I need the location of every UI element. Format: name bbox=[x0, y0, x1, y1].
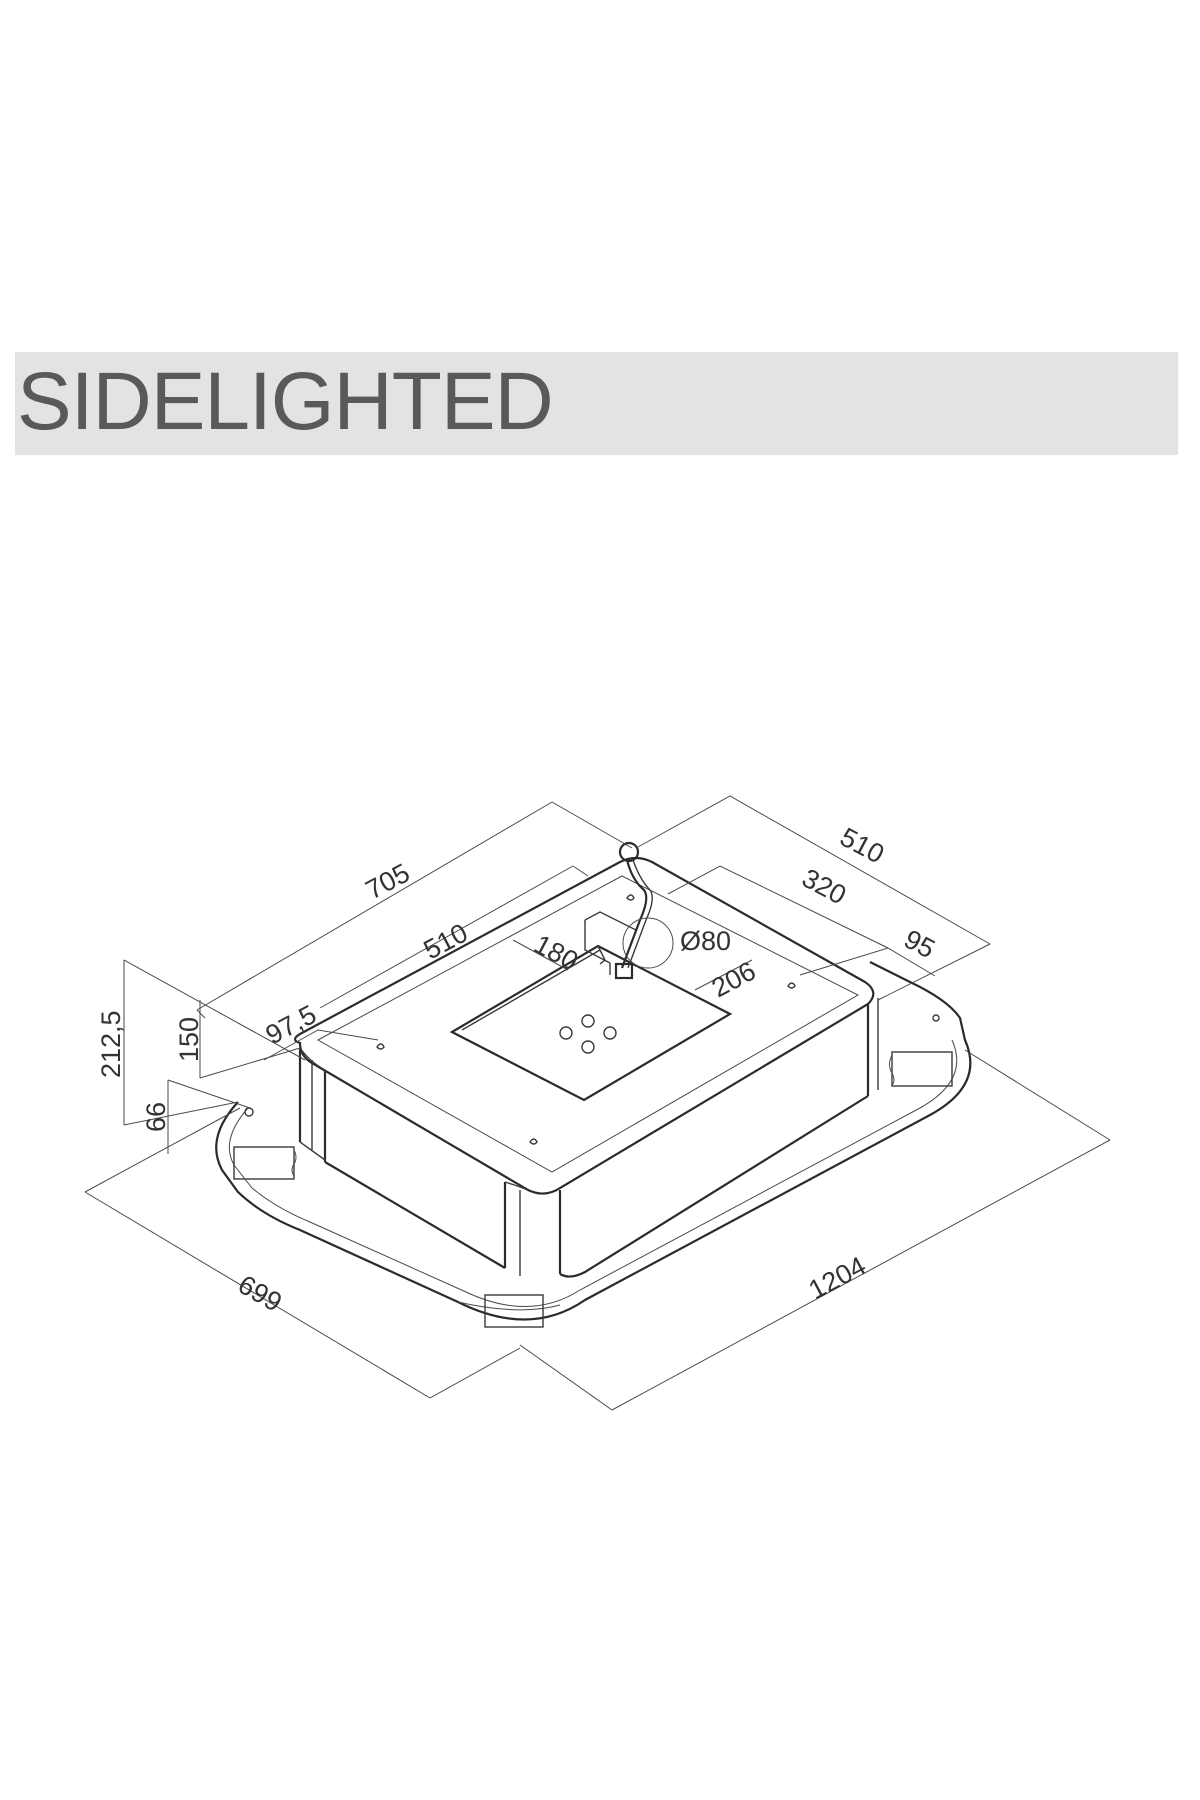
hood-body bbox=[293, 856, 879, 1278]
dim-212-5: 212,5 bbox=[96, 1010, 126, 1078]
base-tab bbox=[484, 1294, 544, 1328]
mounting-hole bbox=[581, 1040, 595, 1054]
dim-510-right: 510 bbox=[835, 822, 889, 870]
mounting-hole bbox=[603, 1026, 617, 1040]
mounting-hole bbox=[581, 1014, 595, 1028]
fixing-points bbox=[376, 894, 796, 1145]
dim-150: 150 bbox=[174, 1017, 204, 1062]
dim-97-5: 97,5 bbox=[261, 999, 321, 1050]
base-tab bbox=[233, 1146, 295, 1180]
dim-705: 705 bbox=[361, 858, 415, 906]
section-title: SIDELIGHTED bbox=[17, 356, 554, 447]
dim-180: 180 bbox=[529, 929, 583, 977]
dim-206: 206 bbox=[707, 956, 761, 1004]
dimension-lines bbox=[84, 795, 1111, 1411]
dim-320: 320 bbox=[797, 863, 851, 911]
dim-1204: 1204 bbox=[804, 1251, 871, 1306]
top-recess bbox=[449, 911, 733, 1102]
dim-diam80: Ø80 bbox=[680, 926, 731, 956]
dim-510-top: 510 bbox=[419, 918, 473, 966]
cable-connector bbox=[614, 962, 634, 980]
base-plate bbox=[215, 961, 972, 1321]
base-screw bbox=[932, 1014, 940, 1022]
cable-gland bbox=[618, 841, 640, 863]
base-tab bbox=[891, 1051, 953, 1087]
mounting-hole bbox=[559, 1026, 573, 1040]
power-cable bbox=[614, 841, 674, 980]
section-title-band: SIDELIGHTED bbox=[15, 352, 1178, 455]
base-tabs bbox=[233, 1014, 953, 1328]
dim-699: 699 bbox=[233, 1269, 287, 1318]
dim-66: 66 bbox=[141, 1102, 171, 1132]
dimension-labels: 705 510 510 320 180 Ø80 206 95 97,5 150 … bbox=[96, 822, 940, 1318]
duct-circle bbox=[622, 917, 674, 969]
base-screw bbox=[244, 1107, 254, 1117]
